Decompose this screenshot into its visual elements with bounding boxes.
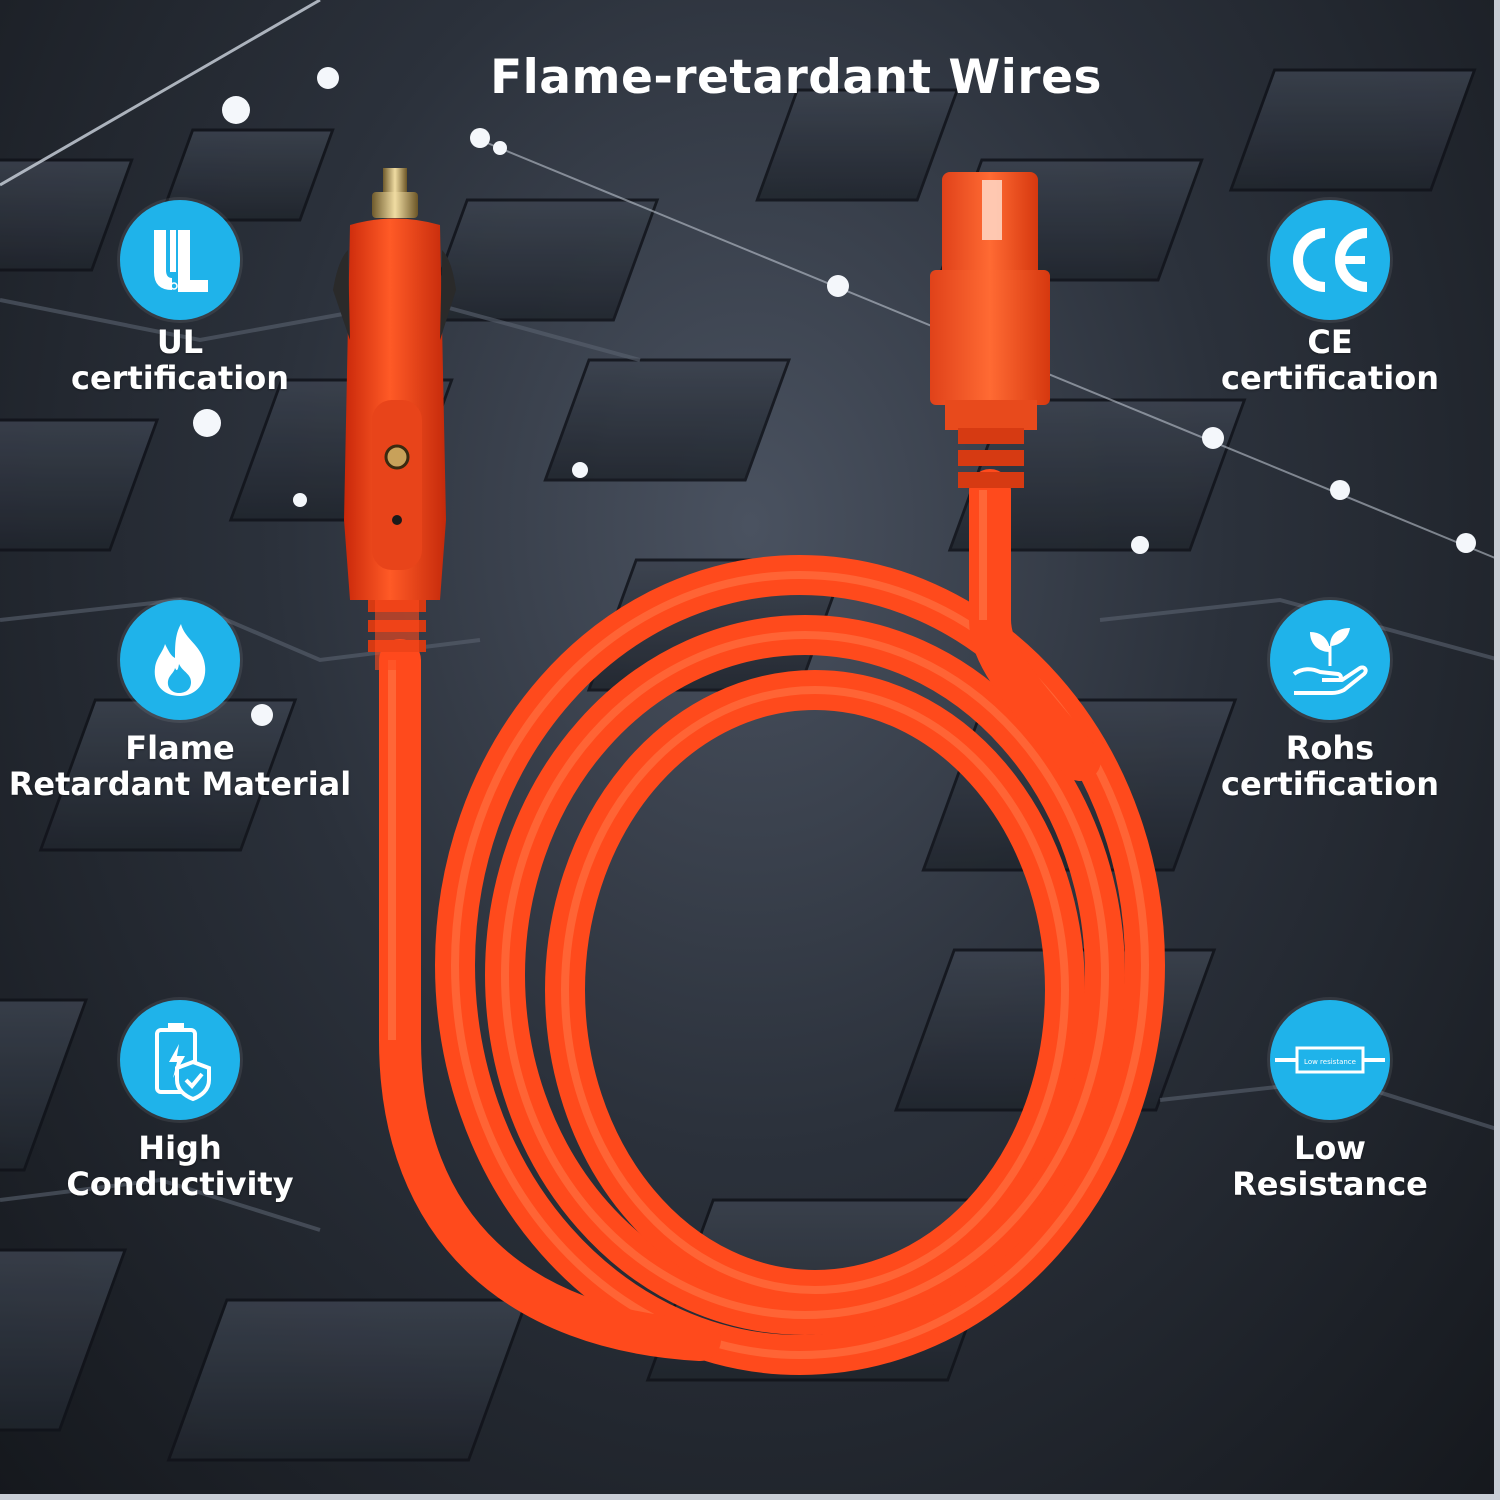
feature-ce-certification: CE certification xyxy=(1150,200,1500,396)
feature-low-resistance: Low resistance Low Resistance xyxy=(1150,1000,1500,1202)
feature-resistance-line2: Resistance xyxy=(1232,1165,1428,1203)
rectangular-connector xyxy=(930,172,1050,488)
feature-ce-line1: CE xyxy=(1307,323,1353,361)
feature-ce-line2: certification xyxy=(1220,359,1440,397)
right-edge-border xyxy=(1494,0,1500,1500)
feature-flame-retardant: Flame Retardant Material xyxy=(0,600,360,802)
feature-flame-line1: Flame xyxy=(125,729,235,767)
feature-flame-line2: Retardant Material xyxy=(8,765,352,803)
battery-shield-icon xyxy=(120,1000,240,1120)
feature-rohs-certification: Rohs certification xyxy=(1150,600,1500,802)
flame-icon xyxy=(120,600,240,720)
feature-high-conductivity: High Conductivity xyxy=(0,1000,360,1202)
resistor-icon: Low resistance xyxy=(1270,1000,1390,1120)
bottom-edge-border xyxy=(0,1494,1500,1500)
feature-ul-line1: UL xyxy=(156,323,204,361)
feature-rohs-line1: Rohs xyxy=(1285,729,1375,767)
feature-ul-certification: UL certification xyxy=(0,200,360,396)
plant-in-hand-icon xyxy=(1270,600,1390,720)
ce-mark-icon xyxy=(1270,200,1390,320)
feature-conductivity-line2: Conductivity xyxy=(66,1165,294,1203)
cigarette-lighter-plug xyxy=(333,168,456,670)
feature-ul-line2: certification xyxy=(70,359,290,397)
resistor-icon-text: Low resistance xyxy=(1304,1058,1356,1066)
feature-rohs-line2: certification xyxy=(1220,765,1440,803)
feature-resistance-line1: Low xyxy=(1294,1129,1366,1167)
ul-mark-icon xyxy=(120,200,240,320)
feature-conductivity-line1: High xyxy=(138,1129,222,1167)
page-title: Flame-retardant Wires xyxy=(490,50,1102,105)
